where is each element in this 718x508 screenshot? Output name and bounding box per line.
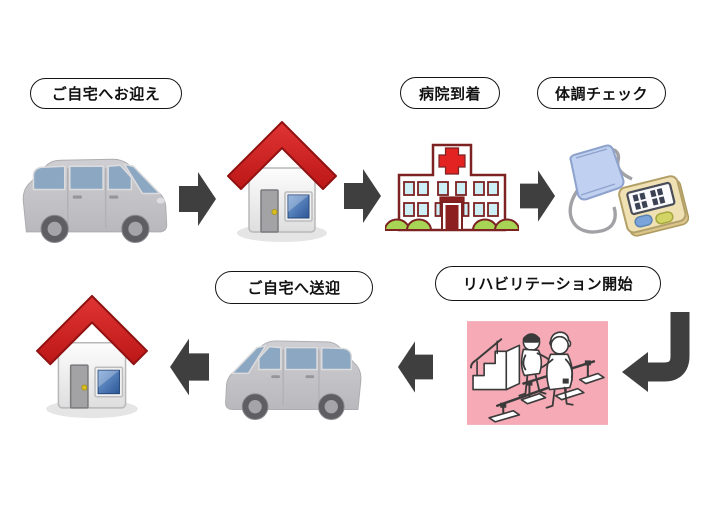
label-dropoff: ご自宅へ送迎 <box>215 271 373 304</box>
hospital-icon <box>385 137 519 239</box>
label-hospital-arrival: 病院到着 <box>400 77 500 109</box>
label-rehab-start: リハビリテーション開始 <box>435 266 661 301</box>
label-pickup: ご自宅へお迎え <box>30 78 182 109</box>
blood-pressure-monitor-icon <box>557 141 689 245</box>
rehabilitation-illustration <box>467 321 608 425</box>
arrow-down-left-icon <box>620 302 694 394</box>
van-icon <box>219 320 375 420</box>
arrow-right-icon <box>344 167 382 225</box>
home-icon <box>33 289 151 421</box>
arrow-left-icon <box>397 336 433 398</box>
arrow-right-icon <box>179 170 217 228</box>
arrow-left-icon <box>169 335 209 399</box>
home-icon <box>224 116 340 244</box>
label-health-check: 体調チェック <box>537 77 666 109</box>
arrow-right-icon <box>520 167 556 225</box>
van-icon <box>10 137 172 243</box>
